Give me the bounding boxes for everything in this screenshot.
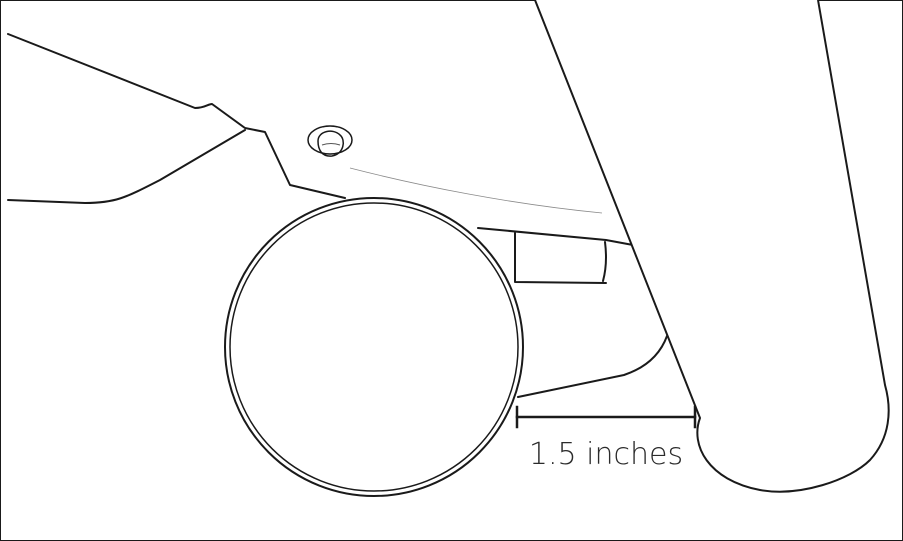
- measurement-bracket: [515, 405, 697, 429]
- wheel: [224, 197, 524, 497]
- measurement-label: 1.5 inches: [529, 437, 683, 472]
- surface-curve: [349, 167, 603, 214]
- machine-body: [7, 33, 668, 398]
- foot-pedal: [534, 0, 890, 493]
- screw-head: [307, 125, 353, 157]
